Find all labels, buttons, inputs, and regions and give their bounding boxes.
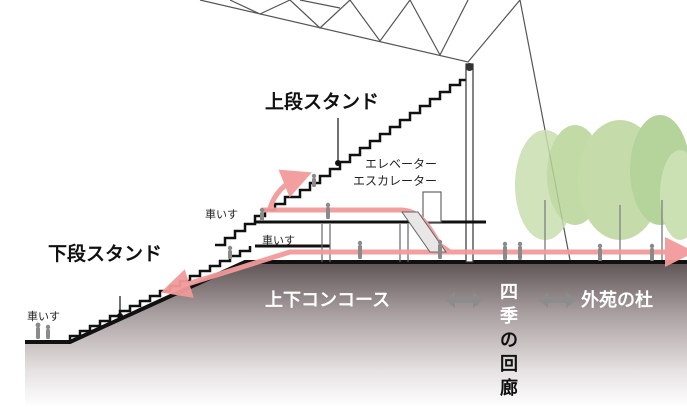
two-way-arrow-icon bbox=[445, 292, 483, 308]
trees bbox=[515, 115, 687, 262]
four-seasons-char: 季 bbox=[500, 306, 518, 327]
four-seasons-char: 回 bbox=[500, 354, 518, 375]
wheelchair-mid-label: 車いす bbox=[262, 233, 295, 247]
upper-stand-label: 上段スタンド bbox=[265, 90, 379, 113]
ground-mass bbox=[25, 262, 687, 407]
lower-stand-label: 下段スタンド bbox=[48, 242, 162, 265]
four-seasons-char: 廊 bbox=[500, 377, 518, 399]
escalator-label: エスカレーター bbox=[353, 174, 437, 188]
people-figures bbox=[35, 173, 655, 339]
main-column bbox=[465, 63, 474, 263]
four-seasons-char: の bbox=[500, 330, 518, 351]
lower-stand-steps bbox=[68, 246, 252, 342]
concourse-label: 上下コンコース bbox=[265, 290, 390, 311]
slab-columns bbox=[321, 191, 442, 262]
wheelchair-lower-label: 車いす bbox=[27, 309, 60, 323]
leader-lines bbox=[119, 118, 339, 316]
elevator-label: エレベーター bbox=[365, 157, 437, 171]
wheelchair-upper-label: 車いす bbox=[205, 207, 238, 221]
four-seasons-path-label: 四 季 の 回 廊 bbox=[500, 282, 518, 399]
four-seasons-char: 四 bbox=[500, 282, 518, 303]
two-way-arrow-icon bbox=[538, 292, 576, 308]
escalator-ramp bbox=[401, 211, 447, 253]
outer-garden-label: 外苑の杜 bbox=[581, 289, 653, 311]
concourse-slabs bbox=[255, 220, 486, 248]
upper-stand-steps bbox=[215, 78, 470, 247]
